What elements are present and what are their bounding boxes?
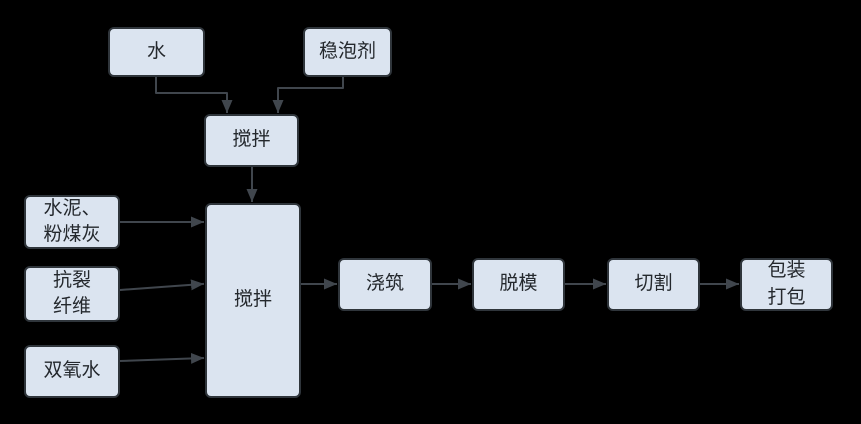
node-mixing-2: 搅拌	[205, 203, 301, 398]
node-mixing-1: 搅拌	[204, 114, 299, 167]
arrow-peroxide-to-mixing2	[118, 352, 205, 364]
node-hydrogen-peroxide: 双氧水	[24, 345, 120, 398]
node-cement-flyash: 水泥、 粉煤灰	[24, 195, 120, 249]
node-cutting: 切割	[607, 258, 700, 311]
arrow-water-to-mixing1	[155, 76, 233, 113]
node-pouring: 浇筑	[338, 258, 432, 311]
node-water: 水	[108, 27, 205, 77]
node-foam-stabilizer: 稳泡剂	[303, 27, 392, 77]
arrow-fiber-to-mixing2	[118, 279, 205, 292]
arrow-stabilizer-to-mixing1	[272, 76, 344, 113]
node-packing: 包装 打包	[740, 258, 833, 311]
node-anti-crack-fiber: 抗裂 纤维	[24, 266, 120, 322]
node-demolding: 脱模	[472, 258, 565, 311]
